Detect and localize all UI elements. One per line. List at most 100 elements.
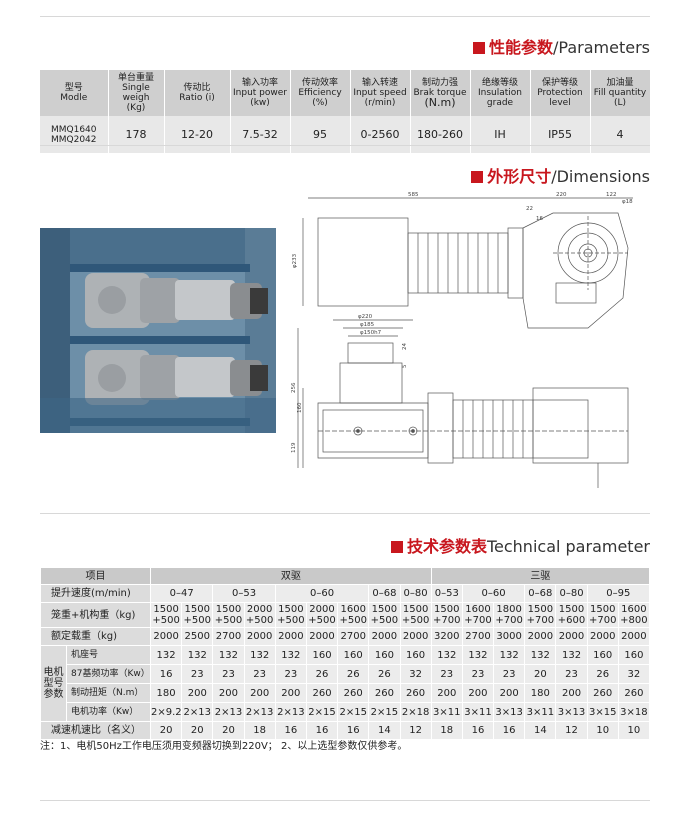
tech-cell: 1500+700: [586, 602, 619, 628]
tech-cell: 132: [524, 645, 557, 665]
divider-top: [40, 16, 650, 17]
tech-cell: 16: [149, 664, 183, 684]
tech-cell: 1500+600: [555, 602, 588, 628]
dim-160: 160: [297, 402, 303, 413]
dim-220: 220: [556, 192, 567, 198]
tech-cell: 1500+500: [274, 602, 307, 628]
tech-label: 笼重+机构重（kg): [40, 602, 151, 628]
dimensions-title: 外形尺寸/Dimensions: [471, 163, 650, 187]
tech-row-load: 额定载重（kg) 2000 2500 2700 2000 2000 2000 2…: [40, 627, 651, 646]
tech-cell: 132: [493, 645, 526, 665]
tech-cell: 200: [243, 683, 276, 703]
red-square-icon: [390, 541, 403, 553]
tech-cell: 23: [243, 664, 276, 684]
tech-cell: 1800+700: [493, 602, 526, 628]
tech-cell: 32: [399, 664, 432, 684]
tech-cell: 3×11: [430, 702, 463, 722]
tech-cell: 0–53: [430, 584, 463, 603]
tech-label: 提升速度(m/min): [40, 584, 151, 603]
tech-label: 电机功率（Kw）: [66, 702, 151, 722]
tech-cell: 2000: [274, 627, 307, 646]
tech-cell: 0–68: [368, 584, 401, 603]
tech-cell: 3000: [493, 627, 526, 646]
tech-cell: 12: [555, 721, 588, 740]
tech-cell: 2×15: [337, 702, 370, 722]
param-protection: IP55: [530, 116, 591, 153]
tech-cell: 160: [337, 645, 370, 665]
tech-cell: 132: [212, 645, 245, 665]
tech-cell: 2500: [181, 627, 214, 646]
tech-cell: 200: [181, 683, 214, 703]
tech-cell: 1500+500: [212, 602, 245, 628]
tech-cell: 32: [617, 664, 651, 684]
technical-drawing: 585 220 122 22 16 φ18 φ233 φ220 φ185 φ15…: [291, 192, 633, 488]
motor-group-label: 电机型号参数: [40, 645, 67, 722]
tech-cell: 260: [399, 683, 432, 703]
tech-row-motor-power: 电机功率（Kw） 2×9.2 2×13 2×13 2×13 2×13 2×15 …: [41, 702, 651, 722]
tech-cell: 1500+700: [430, 602, 463, 628]
tech-cell: 2000: [399, 627, 432, 646]
tech-cell: 3200: [430, 627, 463, 646]
tech-cell: 2000: [524, 627, 557, 646]
tech-cell: 1500+500: [181, 602, 214, 628]
tech-cell: 16: [274, 721, 307, 740]
tech-cell: 132: [181, 645, 214, 665]
dim-24: 24: [402, 343, 408, 350]
tech-cell: 16: [337, 721, 370, 740]
tech-cell: 3×11: [524, 702, 557, 722]
dim-phi18: φ18: [622, 199, 633, 205]
tech-cell: 20: [149, 721, 183, 740]
tech-cell: 200: [461, 683, 495, 703]
tech-cell: 0–53: [212, 584, 276, 603]
tech-cell: 132: [461, 645, 495, 665]
tech-cell: 132: [274, 645, 307, 665]
tech-header-triple: 三驱: [430, 567, 651, 585]
tech-cell: 2000+500: [305, 602, 339, 628]
tech-cell: 200: [274, 683, 307, 703]
tech-cell: 14: [524, 721, 557, 740]
tech-cell: 2×13: [181, 702, 214, 722]
param-insulation: IH: [470, 116, 531, 153]
parameters-title: 性能参数/Parameters: [473, 34, 650, 58]
tech-row-cage: 笼重+机构重（kg) 1500+500 1500+500 1500+500 20…: [40, 602, 651, 628]
tech-cell: 260: [305, 683, 339, 703]
tech-cell: 2000: [555, 627, 588, 646]
tech-cell: 200: [493, 683, 526, 703]
tech-cell: 2000: [586, 627, 619, 646]
tech-label: 额定载重（kg): [40, 627, 151, 646]
tech-cell: 2×13: [212, 702, 245, 722]
tech-cell: 132: [555, 645, 588, 665]
dim-phi185: φ185: [360, 322, 375, 328]
tech-cell: 23: [430, 664, 463, 684]
dim-585: 585: [408, 192, 419, 198]
divider-bottom: [40, 800, 650, 801]
tech-cell: 3×11: [461, 702, 495, 722]
param-ratio: 12-20: [164, 116, 231, 153]
tech-header-row: 项目 双驱 三驱: [40, 567, 651, 585]
param-power: 7.5-32: [230, 116, 291, 153]
hoist-motor-photo: [40, 228, 276, 433]
technical-table: 项目 双驱 三驱 提升速度(m/min) 0–47 0–53 0–60 0–68…: [40, 567, 651, 740]
tech-cell: 18: [243, 721, 276, 740]
tech-cell: 20: [212, 721, 245, 740]
dim-phi150: φ150h7: [360, 330, 382, 336]
tech-cell: 23: [555, 664, 588, 684]
param-weight: 178: [108, 116, 165, 153]
tech-cell: 180: [149, 683, 183, 703]
tech-label: 87基频功率（Kw）: [66, 664, 151, 684]
tech-cell: 200: [212, 683, 245, 703]
tech-cell: 1500+700: [524, 602, 557, 628]
tech-label: 制动扭矩（N.m）: [66, 683, 151, 703]
tech-cell: 16: [493, 721, 526, 740]
tech-cell: 2×15: [305, 702, 339, 722]
tech-cell: 10: [586, 721, 619, 740]
dim-phi220: φ220: [358, 314, 373, 320]
